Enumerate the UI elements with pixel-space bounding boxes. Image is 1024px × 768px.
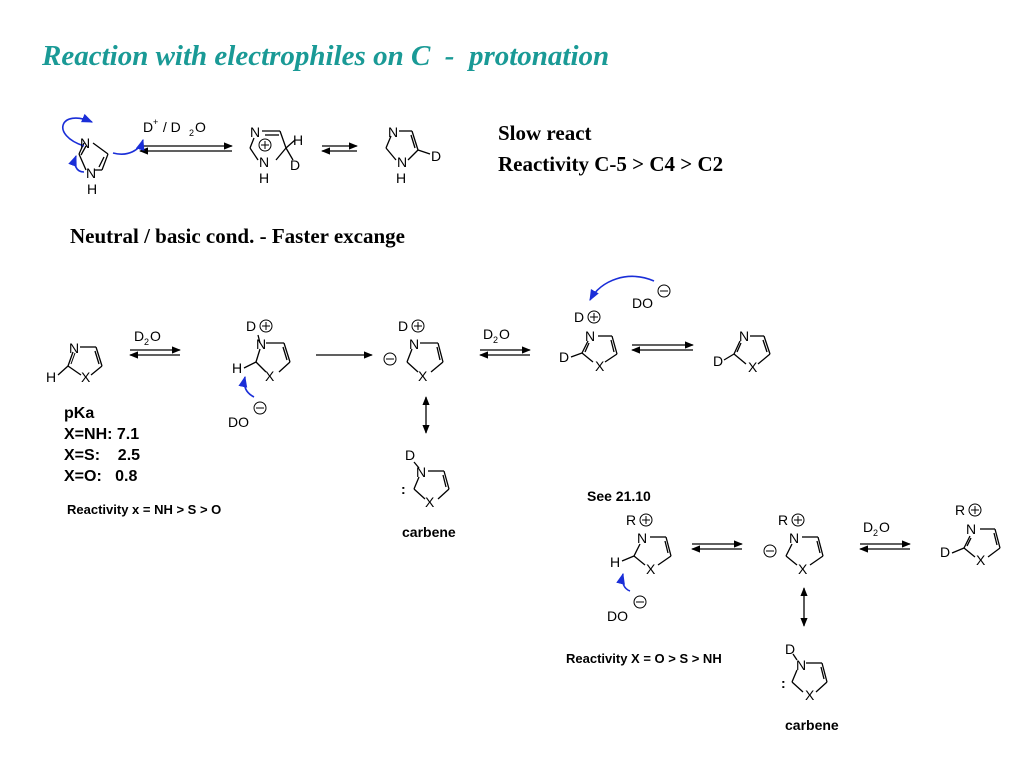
pka-s: X=S: 2.5 bbox=[64, 447, 141, 464]
label-d-plus-o: O bbox=[195, 119, 206, 135]
atom-d: D bbox=[713, 353, 723, 369]
label-d2o-d: D bbox=[483, 326, 493, 342]
atom-r: R bbox=[955, 502, 965, 518]
atom-n: N bbox=[80, 135, 90, 151]
pka-label: pKa bbox=[64, 405, 95, 422]
label-d2o-subscript: 2 bbox=[144, 337, 149, 347]
carbene-right bbox=[791, 653, 828, 693]
atom-h: H bbox=[232, 360, 242, 376]
atom-x: X bbox=[798, 561, 808, 577]
atom-d: D bbox=[246, 318, 256, 334]
curved-arrow-deprotonation-left bbox=[238, 375, 255, 398]
carbene-left bbox=[413, 461, 450, 500]
label-do: DO bbox=[607, 608, 628, 624]
neutral-conditions-heading: Neutral / basic cond. - Faster excange bbox=[70, 224, 405, 248]
atom-d: D bbox=[574, 309, 584, 325]
atom-n: N bbox=[69, 340, 79, 356]
label-d2o-subscript: 2 bbox=[189, 128, 194, 138]
atom-n: N bbox=[585, 328, 595, 344]
atom-d: D bbox=[940, 544, 950, 560]
azolium-middle bbox=[243, 334, 291, 373]
imidazole-start bbox=[78, 142, 109, 171]
atom-n: N bbox=[966, 521, 976, 537]
atom-h: H bbox=[87, 181, 97, 197]
atom-x: X bbox=[418, 368, 428, 384]
atom-n: N bbox=[416, 464, 426, 480]
sigma-complex bbox=[249, 130, 296, 161]
atom-x: X bbox=[748, 359, 758, 375]
atom-r: R bbox=[626, 512, 636, 528]
atom-d: D bbox=[405, 447, 415, 463]
atom-x: X bbox=[265, 368, 275, 384]
azole-start bbox=[57, 346, 103, 376]
atom-n: N bbox=[86, 165, 96, 181]
reactivity-right-note: Reactivity X = O > S > NH bbox=[566, 651, 722, 666]
atom-d: D bbox=[785, 641, 795, 657]
atom-d: D bbox=[398, 318, 408, 334]
atom-n: N bbox=[256, 336, 266, 352]
label-d2o-subscript: 2 bbox=[873, 528, 878, 538]
label-d-plus-rest: / D bbox=[159, 119, 181, 135]
ylide-middle bbox=[406, 342, 444, 373]
label-do: DO bbox=[632, 295, 653, 311]
atom-n: N bbox=[796, 657, 806, 673]
carbene-label-right: carbene bbox=[785, 717, 839, 733]
atom-n: N bbox=[397, 154, 407, 170]
atom-x: X bbox=[81, 369, 91, 385]
azole-deuterated bbox=[723, 335, 771, 365]
label-d2o-o: O bbox=[879, 519, 890, 535]
atom-h: H bbox=[610, 554, 620, 570]
curved-arrow-do-to-d bbox=[589, 275, 655, 301]
azolium-r-deuterated bbox=[951, 528, 1001, 558]
curved-arrow-nh-lone-pair bbox=[68, 154, 85, 173]
carbene-lone-pair: : bbox=[781, 675, 786, 691]
atom-n: N bbox=[409, 336, 419, 352]
atom-x: X bbox=[805, 687, 815, 703]
see-reference: See 21.10 bbox=[587, 488, 651, 504]
atom-x: X bbox=[976, 552, 986, 568]
label-d-plus-superscript: + bbox=[153, 117, 158, 127]
label-d2o-o: O bbox=[150, 328, 161, 344]
reactivity-left-note: Reactivity x = NH > S > O bbox=[67, 502, 222, 517]
ylide-r bbox=[785, 536, 824, 566]
slow-react-note: Slow react bbox=[498, 121, 592, 145]
label-d2o-d: D bbox=[134, 328, 144, 344]
atom-d: D bbox=[559, 349, 569, 365]
pka-nh: X=NH: 7.1 bbox=[64, 426, 140, 443]
carbene-label-left: carbene bbox=[402, 524, 456, 540]
imidazole-deuterated bbox=[385, 130, 431, 161]
atom-h: H bbox=[259, 170, 269, 186]
label-d2o-d: D bbox=[863, 519, 873, 535]
atom-n: N bbox=[789, 530, 799, 546]
atom-r: R bbox=[778, 512, 788, 528]
atom-h: H bbox=[293, 132, 303, 148]
atom-h: H bbox=[396, 170, 406, 186]
azolium-r bbox=[621, 536, 672, 566]
slide-title: Reaction with electrophiles on C - proto… bbox=[42, 40, 610, 72]
atom-x: X bbox=[595, 358, 605, 374]
curved-arrow-ring-electrons bbox=[62, 113, 94, 147]
carbene-lone-pair: : bbox=[401, 481, 406, 497]
atom-n: N bbox=[259, 154, 269, 170]
label-d-plus-d: D bbox=[143, 119, 153, 135]
pka-o: X=O: 0.8 bbox=[64, 468, 138, 485]
curved-arrow-to-electrophile bbox=[112, 138, 145, 155]
atom-n: N bbox=[739, 328, 749, 344]
atom-d: D bbox=[431, 148, 441, 164]
atom-x: X bbox=[425, 494, 435, 510]
reactivity-position-note: Reactivity C-5 > C4 > C2 bbox=[498, 152, 724, 176]
atom-h: H bbox=[46, 369, 56, 385]
label-do: DO bbox=[228, 414, 249, 430]
label-d2o-subscript: 2 bbox=[493, 335, 498, 345]
atom-n: N bbox=[388, 124, 398, 140]
label-d2o-o: O bbox=[499, 326, 510, 342]
atom-n: N bbox=[637, 530, 647, 546]
curved-arrow-deprotonation-right bbox=[616, 572, 631, 592]
atom-x: X bbox=[646, 561, 656, 577]
azolium-deuterated bbox=[570, 335, 618, 363]
atom-n: N bbox=[250, 124, 260, 140]
atom-d: D bbox=[290, 157, 300, 173]
